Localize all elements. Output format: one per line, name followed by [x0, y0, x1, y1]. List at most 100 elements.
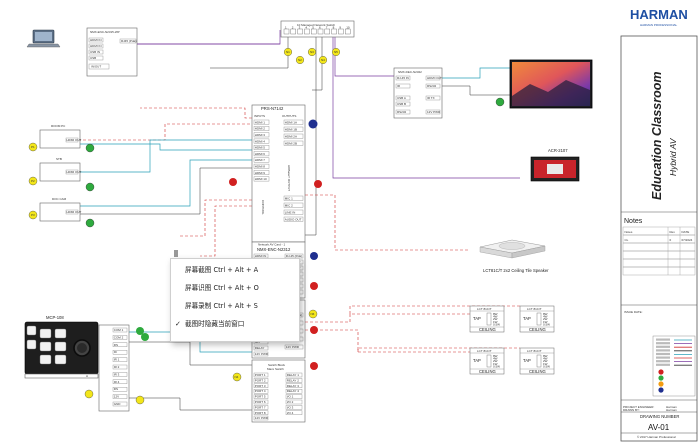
keypad-port-box — [112, 372, 128, 377]
badge-n6 — [308, 309, 318, 319]
keypad-port: RS — [114, 387, 118, 391]
presenter-av-port-box — [283, 195, 304, 201]
status-dot-green — [85, 182, 95, 192]
presenter-inputs-label: INPUTS — [254, 114, 265, 118]
legend-label-bar — [656, 363, 670, 366]
status-dot-green — [85, 143, 95, 153]
presenter-av-port-box — [283, 202, 304, 208]
drawn-by-value: Harman — [666, 408, 677, 412]
ceiling-speaker-tap-value: 2W — [493, 317, 498, 321]
notes-header: Notes — [625, 230, 633, 234]
encoder-port: USB — [90, 56, 96, 60]
switch-block-port-box — [253, 399, 269, 405]
presenter-output-box — [283, 140, 304, 146]
ceiling-speaker-tap-value: 8W — [543, 354, 548, 358]
presenter-output: HDMI 2B — [285, 141, 297, 145]
legend-dot-green — [658, 375, 664, 381]
ceiling-speaker-tap-value: 4W — [543, 315, 548, 319]
switch-port-number: 3 — [299, 25, 301, 29]
presenter-input-box — [253, 119, 270, 125]
notes-cell: 07/2024 — [682, 238, 693, 242]
decoder-port: IR TX — [427, 96, 435, 100]
badge-n4-label: N4 — [321, 58, 325, 62]
switch-block-port: PORT 7 — [255, 405, 266, 409]
decoder-port: RS232 — [397, 110, 407, 114]
speaker-cable — [349, 305, 520, 314]
switch-block-port-box — [253, 378, 269, 383]
menu-item-screen-record[interactable]: 屏幕录制 Ctrl + Alt + S — [185, 302, 258, 310]
touch-panel: ACR-2107 — [530, 148, 580, 182]
keypad-port-box — [112, 327, 128, 333]
status-dot-red — [310, 282, 318, 290]
keypad-button — [54, 328, 67, 339]
ceiling-speaker-tap: TAP — [523, 316, 531, 321]
ceiling-speaker-tap-value: 0.5W — [543, 364, 550, 368]
decoder-title: NMX-DEC-N2322 — [398, 70, 422, 74]
menu-item-screen-recognition[interactable]: 屏幕识图 Ctrl + Alt + O — [185, 284, 259, 292]
network-cable — [312, 30, 323, 91]
encoder-port: HDMI IN — [90, 44, 102, 48]
switch-block-port-box — [253, 383, 269, 388]
hdmi-cable — [78, 143, 252, 151]
keypad-button — [26, 325, 37, 336]
switch-block-port-box — [285, 399, 303, 405]
presenter-input-box — [253, 157, 270, 163]
speaker-cable — [357, 347, 520, 352]
decoder-port: USB B — [397, 102, 406, 106]
ceiling-speaker-tap: TAP — [523, 358, 531, 363]
menu-item-hide-window-on-capture[interactable]: 截图时隐藏当前窗口 — [171, 317, 299, 331]
doc-cam-title: DOC CAM — [52, 197, 67, 201]
status-dot-red — [310, 326, 318, 334]
switch-block-subtitle: Maxx Switch — [267, 367, 284, 371]
switch-port — [311, 28, 317, 35]
laptop-icon — [26, 29, 61, 48]
project-subtitle: Hybrid AV — [668, 137, 678, 176]
notes-header: Rev — [670, 230, 676, 234]
hdmi-cable — [78, 123, 252, 141]
keypad-port: ID — [114, 350, 118, 354]
ceiling-speaker-tap-value: 4W — [493, 357, 498, 361]
presenter-input-box — [253, 151, 270, 157]
badge-n3-label: N3 — [310, 50, 314, 54]
hdmi-cable — [75, 139, 252, 173]
legend-label-bar — [656, 356, 670, 359]
control-cable — [178, 199, 252, 237]
badge-p3 — [28, 210, 38, 220]
presenter-input: HDMI 4 — [255, 139, 265, 143]
ceiling-speaker-tap-value: 1W — [493, 320, 498, 324]
switch-title: 10 Managed Network Switch — [297, 23, 336, 27]
presenter-input: HDMI 10 — [255, 177, 267, 181]
presenter-input: HDMI 3 — [255, 133, 265, 137]
keypad-tag: A — [86, 374, 88, 378]
keypad-button — [39, 354, 52, 365]
hdmi-cable — [440, 67, 510, 79]
switch-port-number: 2 — [292, 25, 294, 29]
presenter-outputs-label: OUTPUTS — [282, 114, 296, 118]
room-pc-port: HDMI OUT — [67, 138, 82, 142]
switch-port-number: 5 — [312, 25, 314, 29]
legend-dot-blue — [658, 387, 664, 393]
stb-title: STB — [56, 157, 62, 161]
card2-port: RELAY — [255, 346, 265, 350]
keypad-port-box — [112, 350, 128, 355]
switch-block-port: PORT 3 — [255, 384, 266, 388]
switch-block-port: RELAY 4 — [287, 389, 299, 393]
control-cable — [128, 341, 252, 366]
device-icon — [174, 250, 178, 257]
switch-block-port-box — [253, 394, 269, 399]
keypad-port: GND — [114, 402, 122, 406]
badge-n3 — [308, 48, 317, 57]
badge-n5-label: N5 — [334, 50, 338, 54]
network-cable — [137, 30, 281, 45]
menu-item-screenshot[interactable]: 屏幕截图 Ctrl + Alt + A — [185, 266, 259, 274]
presenter-input-box — [253, 138, 270, 144]
presenter-input: HDMI 2 — [255, 127, 265, 131]
badge-p1 — [28, 142, 38, 152]
status-dot-red — [314, 180, 322, 188]
ceiling-speaker-title: LCT 81C/T — [477, 349, 492, 353]
keypad-port: IR 2 — [114, 365, 120, 369]
ceiling-speaker-tap-value: 8W — [493, 312, 498, 316]
